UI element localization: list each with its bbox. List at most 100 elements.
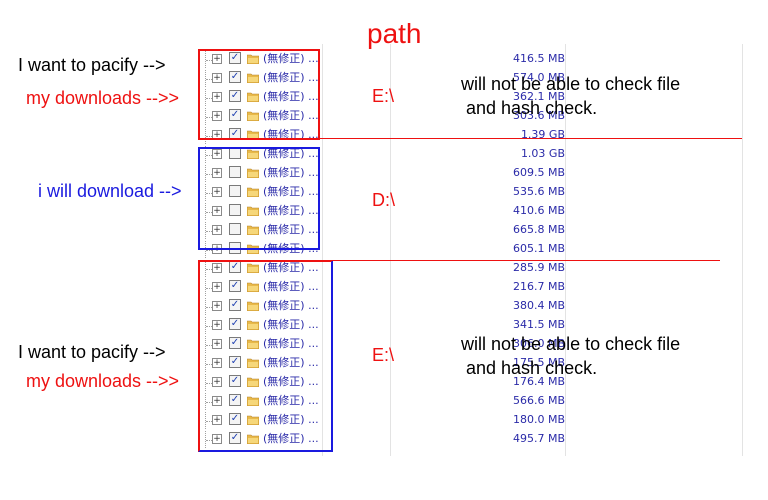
expand-icon[interactable]: + xyxy=(212,54,222,64)
tree-line xyxy=(205,222,216,239)
row-checkbox[interactable]: ✓ xyxy=(229,413,241,425)
table-row[interactable]: +✓(無修正) ...285.9 MB xyxy=(205,259,565,278)
folder-icon xyxy=(247,301,259,311)
table-row[interactable]: +✓(無修正) ...180.0 MB xyxy=(205,411,565,430)
table-row[interactable]: +✓(無修正) ...574.0 MB xyxy=(205,69,565,88)
file-name: (無修正) ... xyxy=(263,261,319,274)
row-checkbox[interactable]: ✓ xyxy=(229,356,241,368)
file-size: 176.4 MB xyxy=(512,375,565,388)
expand-icon[interactable]: + xyxy=(212,149,222,159)
folder-icon xyxy=(247,206,259,216)
expand-icon[interactable]: + xyxy=(212,396,222,406)
table-row[interactable]: +(無修正) ...665.8 MB xyxy=(205,221,565,240)
table-row[interactable]: +(無修正) ...410.6 MB xyxy=(205,202,565,221)
expand-icon[interactable]: + xyxy=(212,377,222,387)
expand-icon[interactable]: + xyxy=(212,206,222,216)
drive-label-top: E:\ xyxy=(372,86,395,106)
file-size: 495.7 MB xyxy=(512,432,565,445)
file-name: (無修正) ... xyxy=(263,166,319,179)
row-checkbox[interactable] xyxy=(229,223,241,235)
row-checkbox[interactable]: ✓ xyxy=(229,71,241,83)
table-row[interactable]: +✓(無修正) ...380.4 MB xyxy=(205,297,565,316)
annotation-downloads-top: my downloads -->> xyxy=(26,88,180,108)
row-checkbox[interactable]: ✓ xyxy=(229,299,241,311)
row-checkbox[interactable]: ✓ xyxy=(229,394,241,406)
tree-line xyxy=(205,412,216,429)
row-checkbox[interactable] xyxy=(229,204,241,216)
tree-line xyxy=(205,298,216,315)
file-name: (無修正) ... xyxy=(263,337,319,350)
table-row[interactable]: +(無修正) ...1.03 GB xyxy=(205,145,565,164)
file-size: 416.5 MB xyxy=(512,52,565,65)
expand-icon[interactable]: + xyxy=(212,301,222,311)
annotation-will-download: i will download --> xyxy=(38,181,182,201)
folder-icon xyxy=(247,377,259,387)
row-checkbox[interactable]: ✓ xyxy=(229,318,241,330)
row-checkbox[interactable]: ✓ xyxy=(229,337,241,349)
folder-icon xyxy=(247,263,259,273)
row-checkbox[interactable]: ✓ xyxy=(229,109,241,121)
row-checkbox[interactable] xyxy=(229,185,241,197)
expand-icon[interactable]: + xyxy=(212,320,222,330)
folder-icon xyxy=(247,339,259,349)
tree-line xyxy=(205,317,216,334)
row-checkbox[interactable]: ✓ xyxy=(229,375,241,387)
expand-icon[interactable]: + xyxy=(212,263,222,273)
tree-line xyxy=(205,355,216,372)
expand-icon[interactable]: + xyxy=(212,339,222,349)
table-row[interactable]: +✓(無修正) ...306.0 MB xyxy=(205,335,565,354)
folder-icon xyxy=(247,54,259,64)
expand-icon[interactable]: + xyxy=(212,92,222,102)
folder-icon xyxy=(247,111,259,121)
row-checkbox[interactable]: ✓ xyxy=(229,432,241,444)
file-name: (無修正) ... xyxy=(263,280,319,293)
folder-icon xyxy=(247,149,259,159)
table-row[interactable]: +✓(無修正) ...416.5 MB xyxy=(205,50,565,69)
row-checkbox[interactable]: ✓ xyxy=(229,280,241,292)
file-size: 380.4 MB xyxy=(512,299,565,312)
row-checkbox[interactable]: ✓ xyxy=(229,52,241,64)
expand-icon[interactable]: + xyxy=(212,73,222,83)
column-divider xyxy=(565,44,566,456)
annotation-box-blue-middle xyxy=(198,147,320,250)
folder-icon xyxy=(247,320,259,330)
table-row[interactable]: + ✓ (無修正) ... 341.5 MB xyxy=(205,316,565,335)
table-row[interactable]: +✓(無修正) ...1.39 GB xyxy=(205,126,565,145)
folder-icon xyxy=(247,130,259,140)
file-name: (無修正) ... xyxy=(263,318,319,331)
file-name: (無修正) ... xyxy=(263,394,319,407)
note-bottom-line1: will not be able to check file xyxy=(461,334,681,354)
file-size: 175.5 MB xyxy=(512,356,565,369)
table-row[interactable]: +✓(無修正) ...362.1 MB xyxy=(205,88,565,107)
row-checkbox[interactable] xyxy=(229,166,241,178)
expand-icon[interactable]: + xyxy=(212,434,222,444)
table-row[interactable]: +✓(無修正) ...175.5 MB xyxy=(205,354,565,373)
annotation-downloads-bottom: my downloads -->> xyxy=(26,371,180,391)
expand-icon[interactable]: + xyxy=(212,111,222,121)
expand-icon[interactable]: + xyxy=(212,225,222,235)
expand-icon[interactable]: + xyxy=(212,358,222,368)
file-size: 665.8 MB xyxy=(512,223,565,236)
table-row[interactable]: +✓(無修正) ...566.6 MB xyxy=(205,392,565,411)
table-row[interactable]: +✓(無修正) ...495.7 MB xyxy=(205,430,565,449)
table-row[interactable]: +✓(無修正) ...216.7 MB xyxy=(205,278,565,297)
expand-icon[interactable]: + xyxy=(212,415,222,425)
folder-icon xyxy=(247,73,259,83)
table-row[interactable]: + (無修正) ... 609.5 MB xyxy=(205,164,565,183)
separator-line-bottom xyxy=(320,260,720,261)
file-size: 341.5 MB xyxy=(512,318,565,331)
folder-icon xyxy=(247,434,259,444)
table-row[interactable]: +✓(無修正) ...303.6 MB xyxy=(205,107,565,126)
file-size: 609.5 MB xyxy=(512,166,565,179)
expand-icon[interactable]: + xyxy=(212,168,222,178)
expand-icon[interactable]: + xyxy=(212,187,222,197)
row-checkbox[interactable]: ✓ xyxy=(229,90,241,102)
expand-icon[interactable]: + xyxy=(212,282,222,292)
table-row[interactable]: +✓(無修正) ...176.4 MB xyxy=(205,373,565,392)
file-name: (無修正) ... xyxy=(263,90,319,103)
table-row[interactable]: +(無修正) ...535.6 MB xyxy=(205,183,565,202)
tree-line xyxy=(205,203,216,220)
folder-icon xyxy=(247,415,259,425)
folder-icon xyxy=(247,225,259,235)
annotation-box-bottom xyxy=(198,260,333,452)
